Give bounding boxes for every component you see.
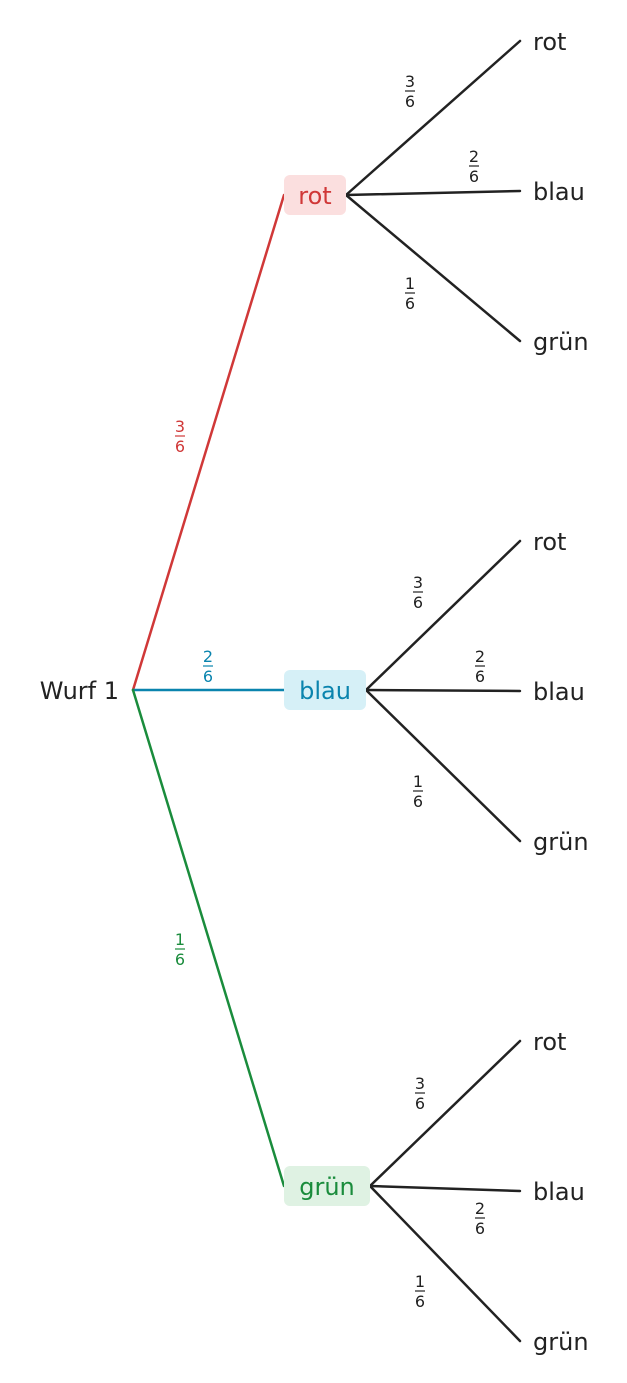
leaf-label-0-0: rot bbox=[533, 28, 566, 56]
fraction-denominator: 6 bbox=[415, 1094, 425, 1113]
branch-1-0 bbox=[364, 539, 522, 692]
node-level1-0: rot bbox=[284, 175, 346, 215]
branch-1-1 bbox=[364, 688, 522, 693]
fraction-numerator: 3 bbox=[415, 1074, 425, 1093]
leaf-probability-2-0: 36 bbox=[415, 1074, 425, 1113]
fraction-numerator: 1 bbox=[415, 1272, 425, 1291]
fraction-numerator: 1 bbox=[413, 772, 423, 791]
fraction-numerator: 2 bbox=[203, 647, 213, 666]
fraction-denominator: 6 bbox=[175, 437, 185, 456]
tree-nodes: Wurf 1 rot rot blau grün blau rot blau grün grün r… bbox=[40, 28, 589, 1356]
fraction-numerator: 1 bbox=[405, 274, 415, 293]
fraction-denominator: 6 bbox=[413, 593, 423, 612]
fraction-denominator: 6 bbox=[415, 1292, 425, 1311]
leaf-label-1-2: grün bbox=[533, 828, 589, 856]
node-label: grün bbox=[299, 1173, 355, 1201]
fraction-denominator: 6 bbox=[475, 1219, 485, 1238]
branch-2-2 bbox=[368, 1184, 522, 1343]
leaf-label-2-1: blau bbox=[533, 1178, 585, 1206]
fraction-numerator: 2 bbox=[469, 147, 479, 166]
branch-0-0 bbox=[344, 39, 522, 197]
branch-probability-1: 26 bbox=[203, 647, 213, 686]
fraction-denominator: 6 bbox=[203, 667, 213, 686]
fraction-denominator: 6 bbox=[405, 92, 415, 111]
branch-probability-0: 36 bbox=[175, 417, 185, 456]
branch-2-0 bbox=[368, 1039, 522, 1188]
branch-root-to-2 bbox=[131, 688, 286, 1188]
leaf-label-1-1: blau bbox=[533, 678, 585, 706]
branch-2-1 bbox=[368, 1184, 522, 1193]
root-label: Wurf 1 bbox=[40, 677, 119, 705]
leaf-probability-2-2: 16 bbox=[415, 1272, 425, 1311]
node-level1-1: blau bbox=[284, 670, 366, 710]
node-box bbox=[284, 1166, 370, 1206]
fraction-numerator: 3 bbox=[175, 417, 185, 436]
leaf-probability-0-0: 36 bbox=[405, 72, 415, 111]
fraction-numerator: 3 bbox=[413, 573, 423, 592]
fraction-denominator: 6 bbox=[475, 667, 485, 686]
branch-1-2 bbox=[364, 688, 522, 843]
leaf-probability-0-1: 26 bbox=[469, 147, 479, 186]
leaf-probability-2-1: 26 bbox=[475, 1199, 485, 1238]
leaf-label-1-0: rot bbox=[533, 528, 566, 556]
fraction-numerator: 2 bbox=[475, 1199, 485, 1218]
leaf-probability-1-1: 26 bbox=[475, 647, 485, 686]
node-box bbox=[284, 670, 366, 710]
branch-0-1 bbox=[344, 189, 522, 197]
node-label: rot bbox=[298, 182, 331, 210]
branch-root-to-0 bbox=[131, 193, 286, 692]
branch-probability-2: 16 bbox=[175, 930, 185, 969]
fraction-numerator: 3 bbox=[405, 72, 415, 91]
leaf-label-0-2: grün bbox=[533, 328, 589, 356]
leaf-label-2-0: rot bbox=[533, 1028, 566, 1056]
leaf-probability-0-2: 16 bbox=[405, 274, 415, 313]
node-level1-2: grün bbox=[284, 1166, 370, 1206]
fraction-numerator: 2 bbox=[475, 647, 485, 666]
branch-0-2 bbox=[344, 193, 522, 343]
fraction-denominator: 6 bbox=[469, 167, 479, 186]
fraction-denominator: 6 bbox=[405, 294, 415, 313]
tree-edges bbox=[131, 39, 522, 1343]
fraction-denominator: 6 bbox=[175, 950, 185, 969]
node-label: blau bbox=[299, 677, 351, 705]
leaf-probability-1-2: 16 bbox=[413, 772, 423, 811]
leaf-probability-1-0: 36 bbox=[413, 573, 423, 612]
fraction-numerator: 1 bbox=[175, 930, 185, 949]
leaf-label-0-1: blau bbox=[533, 178, 585, 206]
fraction-denominator: 6 bbox=[413, 792, 423, 811]
node-box bbox=[284, 175, 346, 215]
leaf-label-2-2: grün bbox=[533, 1328, 589, 1356]
